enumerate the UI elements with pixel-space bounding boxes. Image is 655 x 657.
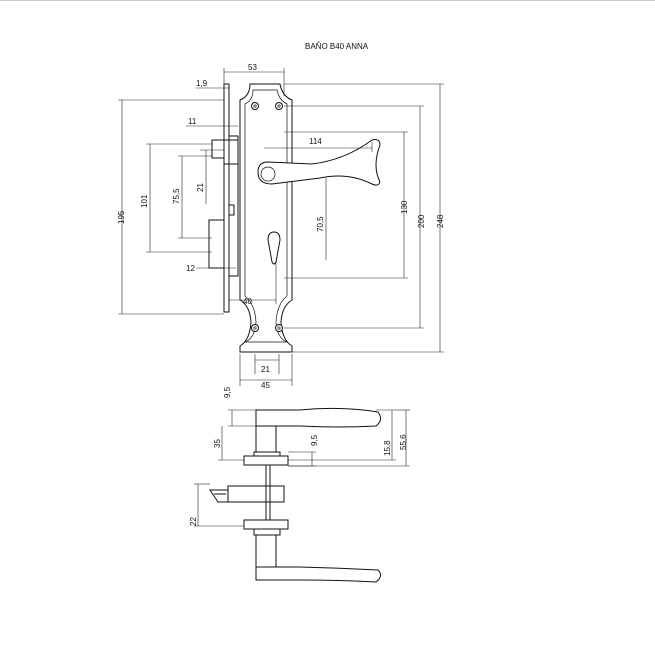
side-latch xyxy=(209,489,229,503)
dim-101: 101 xyxy=(140,194,149,208)
dim-21-upper: 21 xyxy=(196,183,205,192)
dim-35: 35 xyxy=(213,439,222,448)
dim-55-6: 55,6 xyxy=(399,434,408,450)
side-view xyxy=(209,407,382,583)
dim-22: 22 xyxy=(189,517,198,526)
drawing-title: BAÑO B40 ANNA xyxy=(305,42,369,51)
dim-70-5: 70,5 xyxy=(316,216,325,232)
dim-195: 195 xyxy=(117,210,126,224)
dim-1-9: 1,9 xyxy=(196,79,208,88)
screw-bottom-right xyxy=(275,324,283,332)
dim-21-lower: 21 xyxy=(261,365,270,374)
backplate xyxy=(239,83,293,353)
backplate-inner-outline xyxy=(244,89,288,343)
side-lever-top xyxy=(255,407,382,428)
side-dimensions: 9,5 35 9,5 15,8 55,6 22 xyxy=(189,386,410,527)
screw-top-left xyxy=(251,102,259,110)
dim-45: 45 xyxy=(261,381,270,390)
dim-12: 12 xyxy=(186,264,195,273)
spindle-hole xyxy=(228,204,235,216)
dead-bolt xyxy=(208,219,225,269)
dim-11: 11 xyxy=(188,117,197,126)
lever-rose xyxy=(260,166,276,182)
front-view xyxy=(208,83,381,353)
side-lock-body xyxy=(227,485,285,503)
screw-center-3 xyxy=(253,326,257,330)
screw-top-right xyxy=(275,102,283,110)
latch-bolt xyxy=(211,139,225,159)
dim-15-8: 15,8 xyxy=(383,440,392,456)
dim-53: 53 xyxy=(248,63,257,72)
side-lever-neck-top xyxy=(255,425,277,453)
dim-248: 248 xyxy=(436,214,445,228)
dim-200: 200 xyxy=(417,214,426,228)
front-dimensions: 53 1,9 11 114 21 101 75,5 195 70,5 xyxy=(117,63,445,390)
dim-9-5-top: 9,5 xyxy=(223,386,232,398)
latch-housing xyxy=(223,139,239,165)
screw-bottom-left xyxy=(251,324,259,332)
dim-130: 130 xyxy=(400,200,409,214)
side-rose-collar-bottom xyxy=(253,528,281,536)
screw-center-1 xyxy=(253,104,257,108)
screw-center-2 xyxy=(277,104,281,108)
screw-center-4 xyxy=(277,326,281,330)
dim-75-5: 75,5 xyxy=(172,188,181,204)
dim-40: 40 xyxy=(243,297,252,306)
side-lever-bottom xyxy=(255,566,382,583)
side-rose-top xyxy=(243,455,289,466)
side-rose-bottom xyxy=(243,519,289,530)
dim-114: 114 xyxy=(309,137,322,146)
faceplate-edge xyxy=(223,83,230,313)
side-lever-neck-bottom xyxy=(255,534,277,568)
emergency-release xyxy=(267,231,281,265)
side-rose-collar-top xyxy=(253,451,281,457)
lever-handle xyxy=(257,139,381,186)
dim-9-5-mid: 9,5 xyxy=(310,434,319,446)
top-border xyxy=(0,0,655,1)
